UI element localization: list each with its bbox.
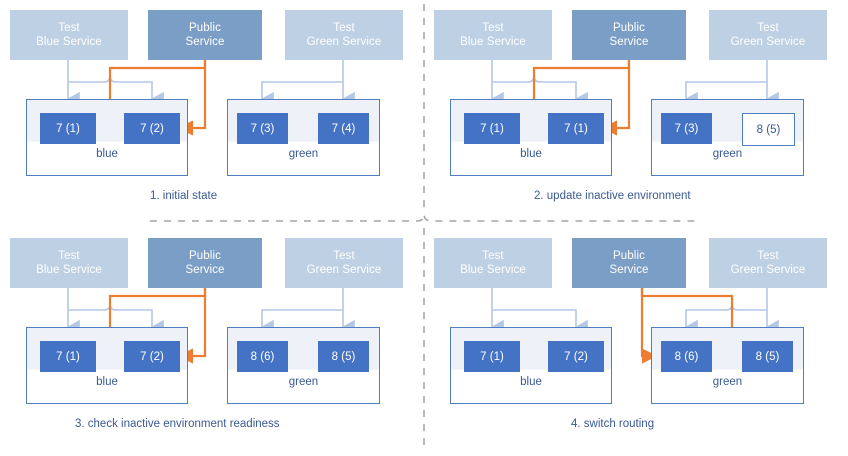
node-blue-1[interactable]: 7 (1) bbox=[40, 341, 96, 372]
service-test-green-line1: Test bbox=[333, 22, 355, 34]
node-green-2[interactable]: 8 (5) bbox=[318, 341, 369, 372]
node-blue-2[interactable]: 7 (2) bbox=[124, 341, 180, 372]
environment-blue-label: blue bbox=[96, 376, 118, 388]
node-green-1[interactable]: 8 (6) bbox=[237, 341, 288, 372]
service-public-line1: Public bbox=[189, 22, 221, 34]
service-test-blue-line1: Test bbox=[58, 22, 80, 34]
node-green-1[interactable]: 7 (3) bbox=[237, 113, 288, 144]
panel-1-caption: 1. initial state bbox=[150, 190, 218, 202]
environment-green-label: green bbox=[288, 376, 319, 388]
service-test-blue-line1: Test bbox=[482, 22, 504, 34]
node-blue-1[interactable]: 7 (1) bbox=[40, 113, 96, 144]
service-test-blue-line2: Blue Service bbox=[460, 264, 526, 276]
wire-test-green-to-node3 bbox=[685, 303, 767, 335]
wire-test-blue-to-node2 bbox=[68, 75, 164, 107]
wire-test-blue-to-node2 bbox=[492, 75, 588, 107]
node-blue-2[interactable]: 7 (1) bbox=[548, 113, 604, 144]
service-test-green-line1: Test bbox=[757, 22, 779, 34]
wire-test-blue-to-node2 bbox=[492, 309, 588, 335]
service-public-line1: Public bbox=[613, 250, 645, 262]
service-test-green-line2: Green Service bbox=[306, 36, 382, 48]
node-green-1[interactable]: 7 (3) bbox=[661, 113, 712, 144]
wire-test-blue-to-node2 bbox=[68, 303, 164, 335]
service-public-line2: Service bbox=[609, 264, 649, 276]
node-blue-2[interactable]: 7 (2) bbox=[548, 341, 604, 372]
node-green-1[interactable]: 8 (6) bbox=[661, 341, 712, 372]
service-test-green-line1: Test bbox=[333, 250, 355, 262]
environment-green-label: green bbox=[712, 148, 743, 160]
panel-4-caption: 4. switch routing bbox=[571, 418, 655, 430]
service-public-line2: Service bbox=[185, 264, 225, 276]
service-test-green-line1: Test bbox=[757, 250, 779, 262]
service-test-blue-line1: Test bbox=[482, 250, 504, 262]
environment-blue-label: blue bbox=[96, 148, 118, 160]
service-test-green-line2: Green Service bbox=[730, 264, 806, 276]
node-blue-1[interactable]: 7 (1) bbox=[464, 113, 520, 144]
wire-test-green-to-node3 bbox=[261, 81, 343, 107]
service-test-blue-line2: Blue Service bbox=[36, 264, 102, 276]
panel-2-caption: 2. update inactive environment bbox=[534, 190, 691, 202]
service-test-green-line2: Green Service bbox=[306, 264, 382, 276]
environment-green-label: green bbox=[712, 376, 743, 388]
node-green-2[interactable]: 8 (5) bbox=[742, 113, 795, 146]
service-public-line2: Service bbox=[185, 36, 225, 48]
service-test-blue-line1: Test bbox=[58, 250, 80, 262]
service-public-line1: Public bbox=[189, 250, 221, 262]
service-test-green-line2: Green Service bbox=[730, 36, 806, 48]
panel-3-caption: 3. check inactive environment readiness bbox=[75, 418, 280, 430]
node-blue-2[interactable]: 7 (2) bbox=[124, 113, 180, 144]
wire-test-green-to-node3 bbox=[261, 309, 343, 335]
service-public-line1: Public bbox=[613, 22, 645, 34]
node-green-2[interactable]: 8 (5) bbox=[742, 341, 793, 372]
environment-blue-label: blue bbox=[520, 148, 542, 160]
node-green-2[interactable]: 7 (4) bbox=[318, 113, 369, 144]
environment-green-label: green bbox=[288, 148, 319, 160]
environment-blue-label: blue bbox=[520, 376, 542, 388]
wire-test-green-to-node3 bbox=[685, 81, 767, 107]
service-test-blue-line2: Blue Service bbox=[36, 36, 102, 48]
service-public-line2: Service bbox=[609, 36, 649, 48]
node-blue-1[interactable]: 7 (1) bbox=[464, 341, 520, 372]
service-test-blue-line2: Blue Service bbox=[460, 36, 526, 48]
